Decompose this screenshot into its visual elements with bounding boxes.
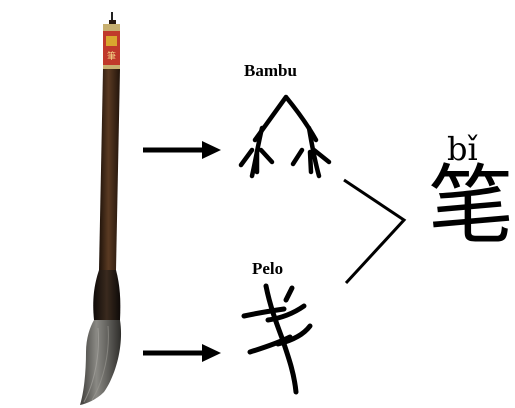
calligraphy-brush-icon: 筆 [80,12,121,405]
chinese-character: 笔 [428,163,514,249]
arrow-to-bamboo [143,141,221,159]
combine-chevron [344,180,404,283]
hair-label: Pelo [252,259,283,279]
arrow-to-hair [143,344,221,362]
ancient-bamboo-glyph-icon [241,97,329,176]
bamboo-label: Bambu [244,61,297,81]
brush-stamp-text: 筆 [107,50,116,62]
ancient-hair-glyph-icon [244,286,310,392]
